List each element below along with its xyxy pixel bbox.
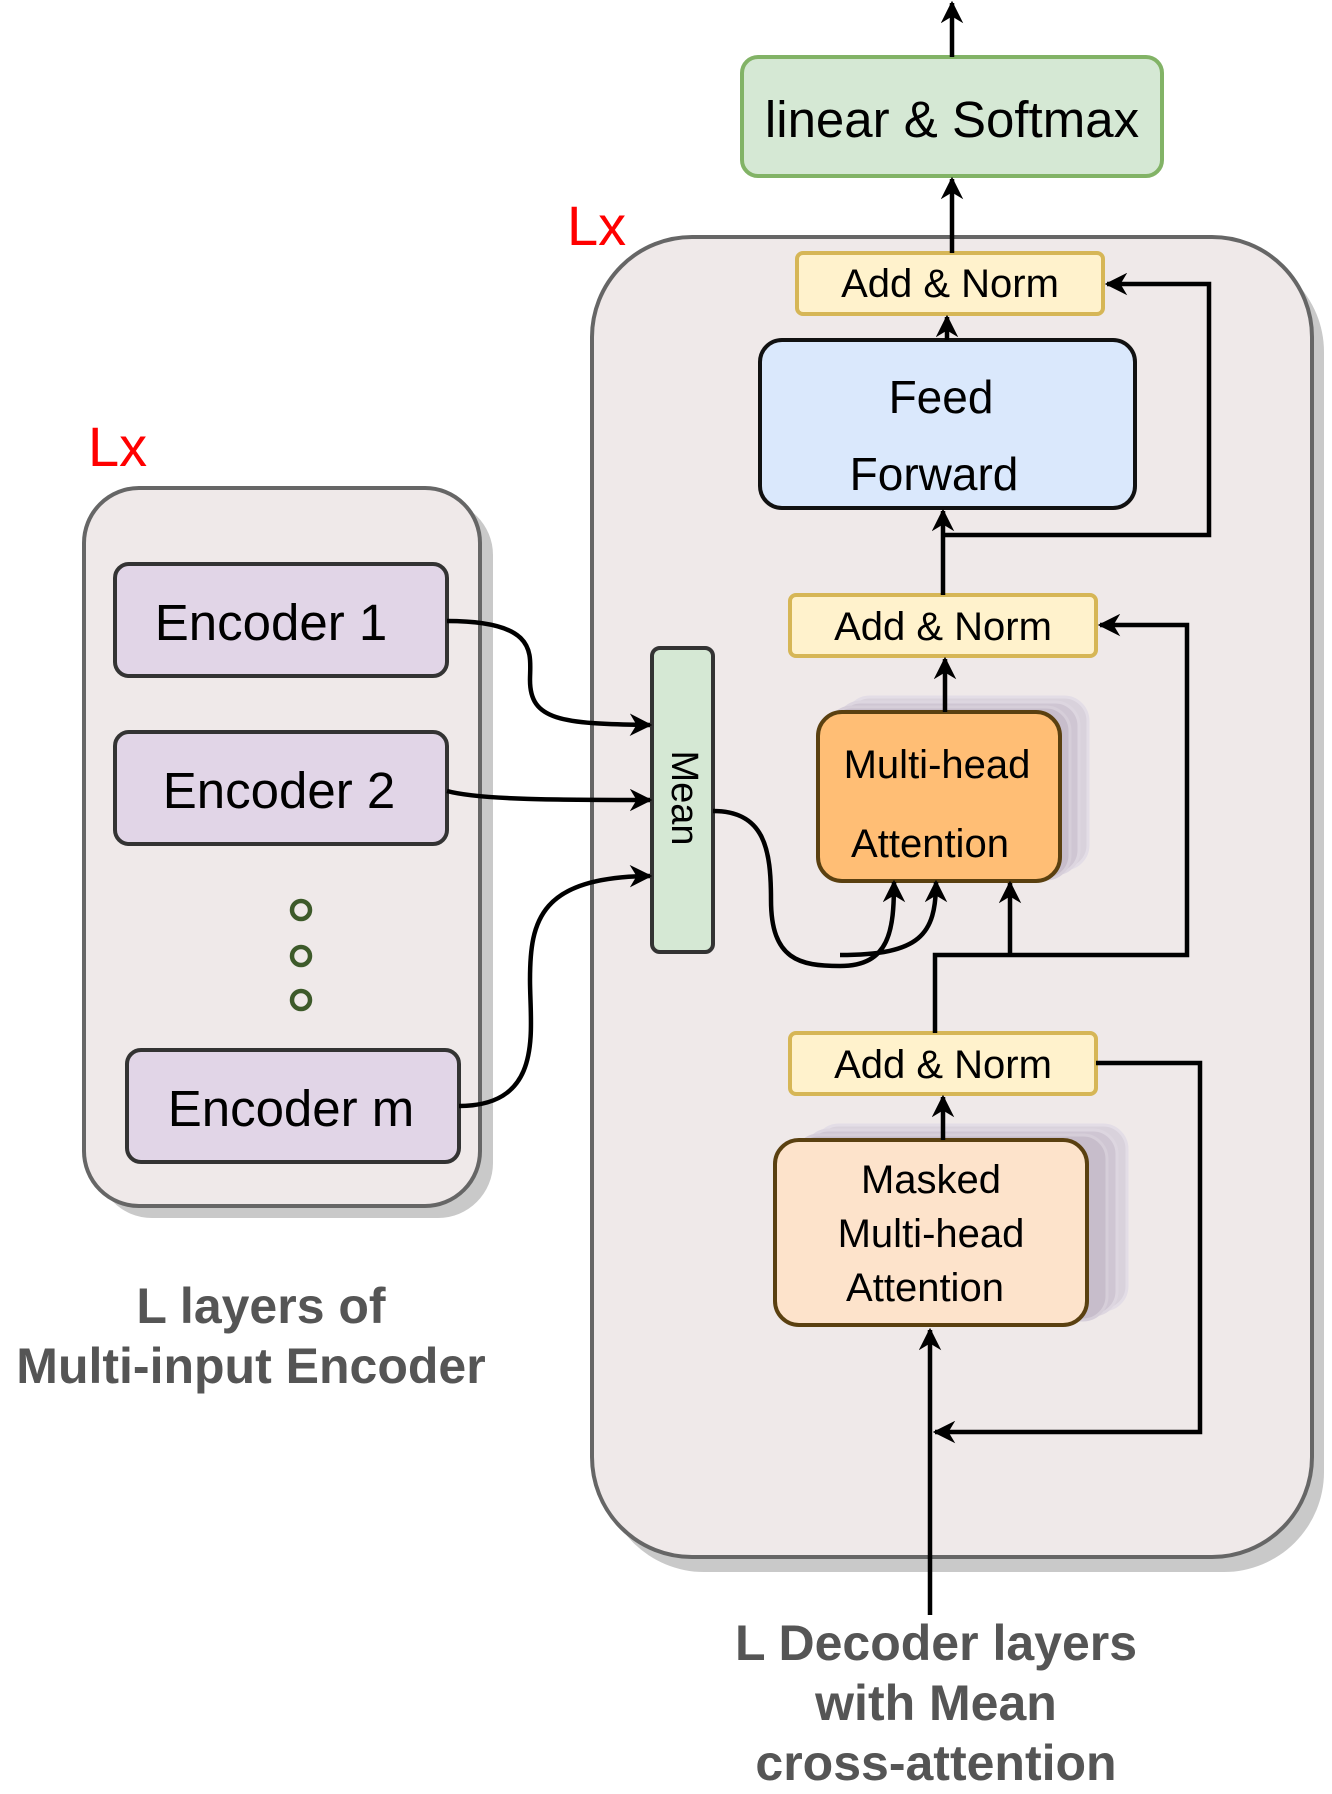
masked-attention-line1: Masked	[861, 1158, 1001, 1202]
cross-attention-line1: Multi-head	[844, 743, 1031, 787]
decoder-caption-line2: with Mean	[814, 1675, 1057, 1731]
encoder-m-to-mean-arrow	[458, 864, 653, 1109]
add-norm-top-label: Add & Norm	[841, 262, 1059, 306]
encoder-repeat-label: Lx	[88, 415, 147, 478]
output-label: linear & Softmax	[765, 91, 1139, 148]
encoder-2-to-mean-arrow	[446, 788, 653, 812]
encoder-caption-line1: L layers of	[136, 1278, 386, 1334]
mean-block: Mean	[650, 646, 715, 954]
residual-3-arrow	[943, 272, 1212, 538]
mean-to-attention-key-arrow	[712, 808, 906, 969]
decoder-repeat-label: Lx	[567, 194, 626, 257]
addnorm-to-query-line	[932, 952, 1010, 1033]
decoder-caption-line3: cross-attention	[755, 1735, 1116, 1791]
add-norm-bottom-label: Add & Norm	[834, 1043, 1052, 1087]
encoder-1-to-mean-arrow	[446, 618, 653, 737]
feed-forward-line1: Feed	[889, 371, 994, 423]
encoder-block-2: Encoder 2	[113, 730, 449, 846]
add-norm-mid-label: Add & Norm	[834, 605, 1052, 649]
masked-attention-line2: Multi-head	[838, 1212, 1025, 1256]
encoder-block-1: Encoder 1	[113, 562, 449, 678]
masked-attention-block: Masked Multi-head Attention	[773, 1123, 1129, 1327]
encoder-caption-line2: Multi-input Encoder	[16, 1338, 485, 1394]
decoder-caption-line1: L Decoder layers	[735, 1615, 1137, 1671]
ellipsis-dots	[289, 898, 313, 1012]
output-block: linear & Softmax	[740, 55, 1164, 178]
connectors	[446, 0, 1212, 1615]
residual-1-arrow	[932, 1060, 1203, 1444]
encoder-1-label: Encoder 1	[155, 594, 388, 651]
residual-2-arrow	[1010, 613, 1190, 958]
feed-forward-block: Feed Forward	[758, 338, 1137, 510]
feed-forward-line2: Forward	[850, 448, 1019, 500]
add-norm-mid: Add & Norm	[788, 593, 1098, 658]
add-norm-bottom: Add & Norm	[788, 1031, 1098, 1096]
masked-attention-line3: Attention	[846, 1266, 1004, 1310]
encoder-block-m: Encoder m	[125, 1048, 461, 1164]
cross-attention-line2: Attention	[851, 822, 1009, 866]
encoder-2-label: Encoder 2	[163, 762, 396, 819]
encoder-m-label: Encoder m	[168, 1080, 415, 1137]
mean-to-attention-value-arrow	[839, 879, 948, 958]
cross-attention-block: Multi-head Attention	[816, 695, 1090, 883]
add-norm-top: Add & Norm	[795, 251, 1105, 316]
mean-label: Mean	[663, 750, 705, 845]
